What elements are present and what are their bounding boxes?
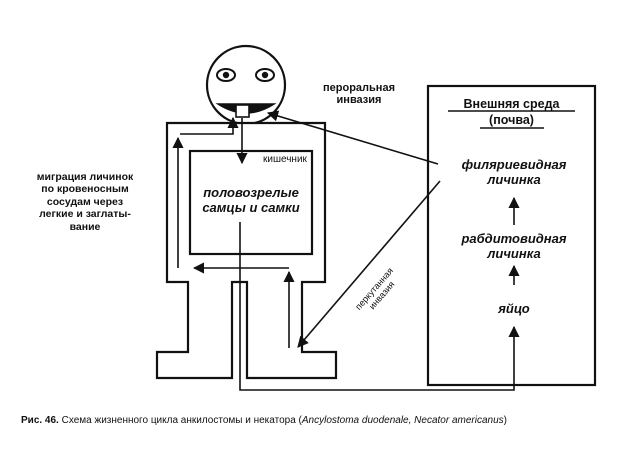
intestine-box <box>188 149 314 256</box>
arrow-egg-excretion <box>239 222 520 391</box>
label-egg: яйцо <box>498 301 530 316</box>
label-adult-worms: половозрелые самцы и самки <box>190 185 312 215</box>
label-environment-line-1: Внешняя среда <box>463 97 560 111</box>
label-migration-line-3: сосудам через <box>46 195 124 208</box>
label-migration-line-4: легкие и заглаты- <box>39 208 131 221</box>
arrow-peroral-invasion <box>266 110 439 165</box>
label-rhabditiform-larva: рабдитовидная личинка <box>428 231 600 261</box>
label-adults-line-1: половозрелые <box>203 185 299 200</box>
label-larval-migration: миграция личинок по кровеносным сосудам … <box>25 171 145 233</box>
label-rhabditiform-line-2: личинка <box>487 245 541 261</box>
label-intestine: кишечник <box>263 154 307 165</box>
caption-figure-number: Рис. 46. <box>21 415 59 426</box>
label-environment-line-2: (почва) <box>489 113 534 128</box>
label-migration-line-5: вание <box>69 220 101 233</box>
label-peroral-line-1: пероральная <box>323 82 395 94</box>
arrow-percutaneous-invasion <box>297 180 441 348</box>
eye-right-icon <box>255 68 275 82</box>
label-rhabditiform-line-1: рабдитовидная <box>461 231 567 246</box>
figure-caption: Рис. 46. Схема жизненного цикла анкилост… <box>21 415 606 428</box>
caption-tail: ) <box>503 415 507 426</box>
label-filariform-larva: филяриевидная личинка <box>428 157 600 187</box>
arrow-migration-to-mouth <box>180 116 239 135</box>
label-filariform-line-2: личинка <box>487 171 541 187</box>
label-external-environment: Внешняя среда (почва) <box>428 96 595 129</box>
label-migration-line-1: миграция личинок <box>36 171 134 183</box>
label-adults-line-2: самцы и самки <box>202 199 300 215</box>
caption-text: Схема жизненного цикла анкилостомы и нек… <box>58 415 302 426</box>
label-migration-line-2: по кровеносным <box>41 183 129 196</box>
human-head <box>205 44 287 126</box>
label-filariform-line-1: филяриевидная <box>461 157 567 172</box>
label-peroral-invasion: пероральная инвазия <box>307 82 411 107</box>
caption-species-names: Ancylostoma duodenale, Necator americanu… <box>301 415 504 426</box>
eye-left-icon <box>216 68 236 82</box>
label-peroral-line-2: инвазия <box>336 94 382 107</box>
